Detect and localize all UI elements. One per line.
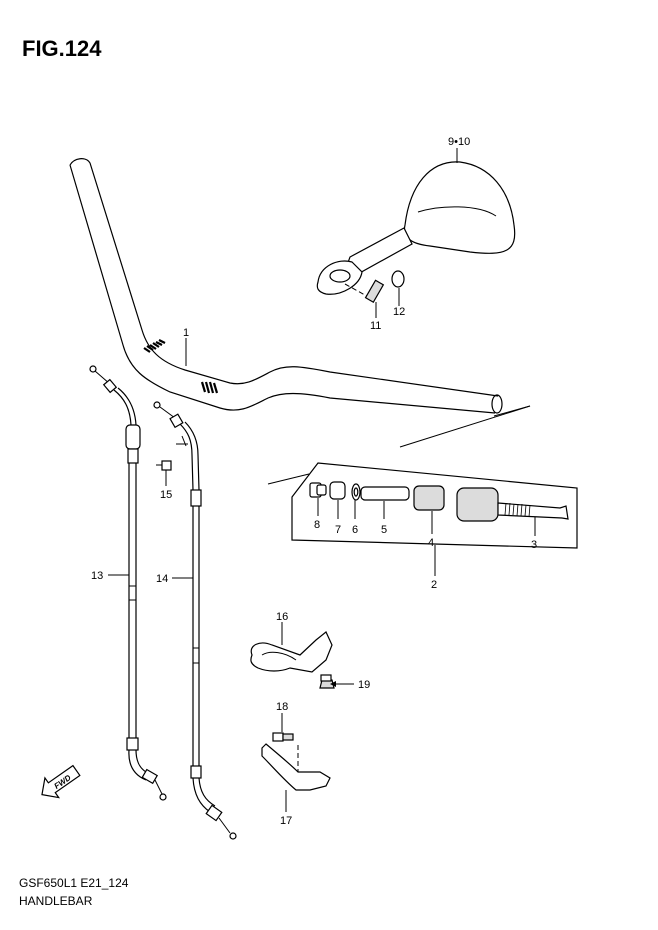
handlebar-part bbox=[69, 158, 503, 414]
cable-clamp-17 bbox=[261, 713, 331, 812]
callout-6: 6 bbox=[352, 524, 358, 536]
mirror-assembly bbox=[316, 148, 516, 318]
callout-5: 5 bbox=[381, 524, 387, 536]
callout-labels: 1 2 3 4 5 6 7 8 9•10 11 12 13 14 15 16 1… bbox=[91, 136, 537, 827]
callout-11: 11 bbox=[370, 320, 381, 332]
callout-17: 17 bbox=[280, 815, 292, 827]
balancer-kit bbox=[267, 405, 578, 576]
callout-4: 4 bbox=[428, 537, 434, 549]
fwd-arrow-icon: FWD bbox=[41, 764, 81, 799]
figure-title: FIG.124 bbox=[22, 36, 102, 61]
callout-2: 2 bbox=[431, 579, 437, 591]
callout-3: 3 bbox=[531, 539, 537, 551]
callout-14: 14 bbox=[156, 573, 168, 585]
throttle-cable-13 bbox=[89, 365, 172, 801]
callout-15: 15 bbox=[160, 489, 172, 501]
callout-8: 8 bbox=[314, 519, 320, 531]
model-code: GSF650L1 E21_124 bbox=[19, 876, 129, 890]
callout-19: 19 bbox=[358, 679, 370, 691]
cable-guide-16 bbox=[250, 622, 354, 689]
callout-18: 18 bbox=[276, 701, 288, 713]
callout-7: 7 bbox=[335, 524, 341, 536]
callout-16: 16 bbox=[276, 611, 288, 623]
callout-1: 1 bbox=[183, 327, 189, 339]
figure-caption: HANDLEBAR bbox=[19, 894, 93, 908]
callout-9-10: 9•10 bbox=[448, 136, 470, 148]
callout-12: 12 bbox=[393, 306, 405, 318]
callout-13: 13 bbox=[91, 570, 103, 582]
throttle-cable-14 bbox=[153, 401, 237, 840]
